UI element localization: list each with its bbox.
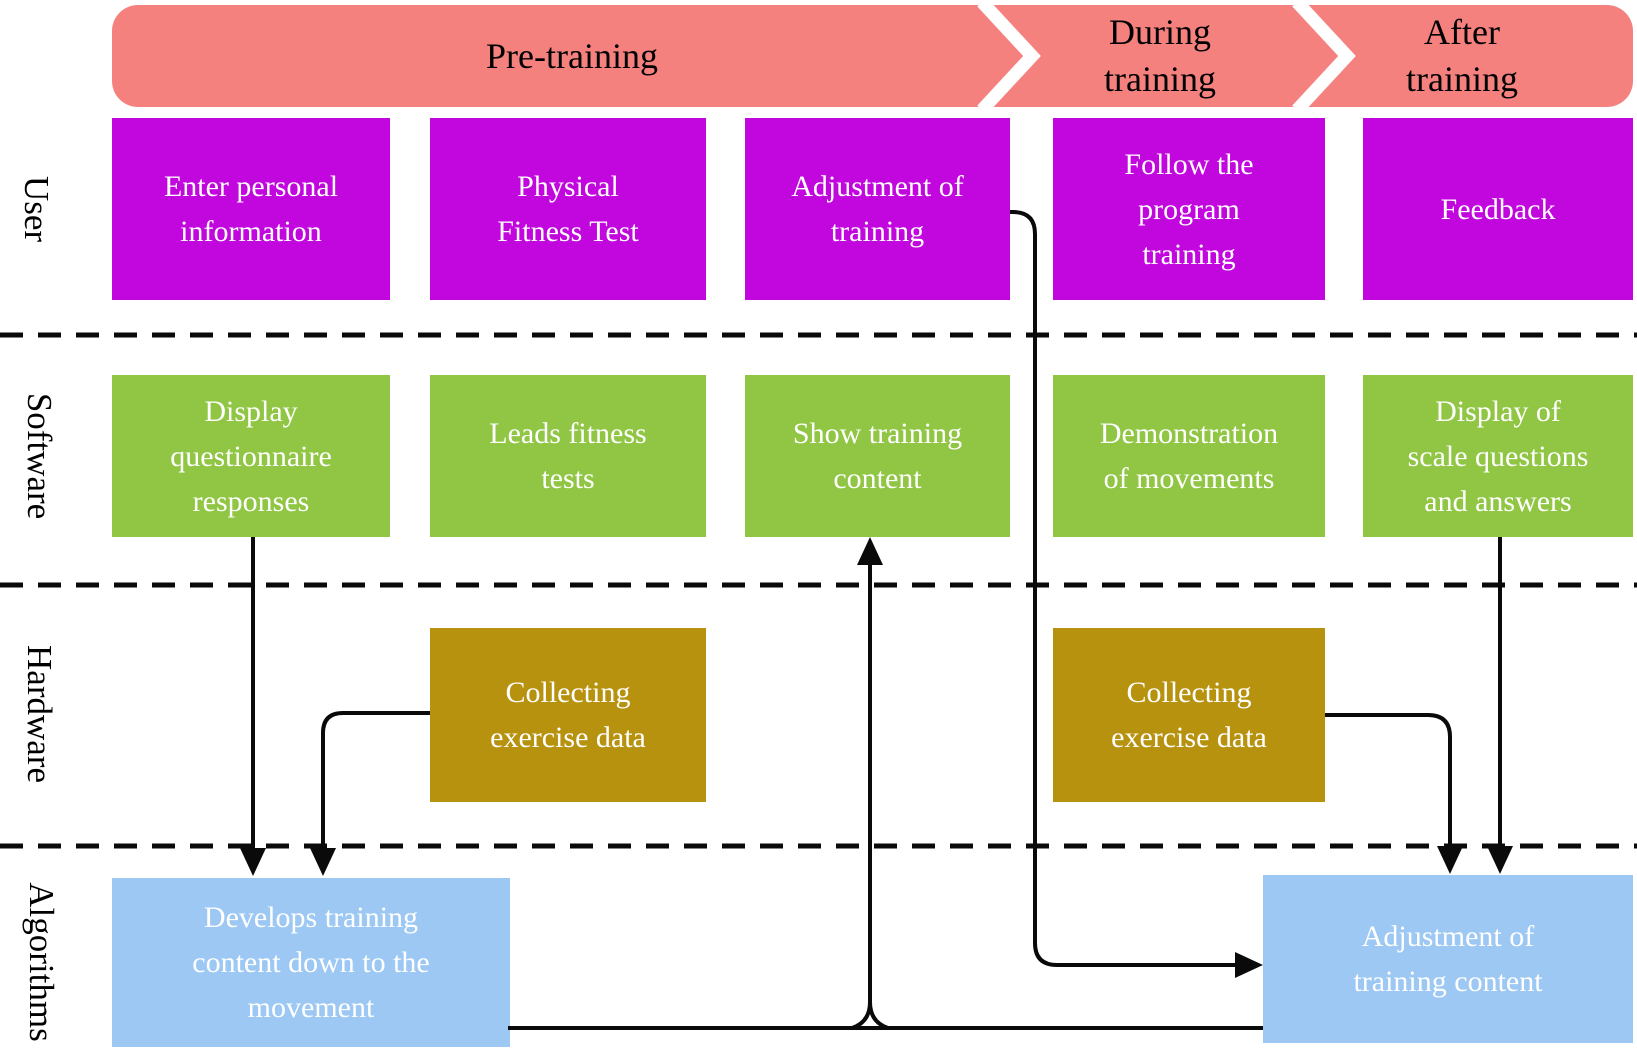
box-enter-personal-information: Enter personal information	[112, 118, 390, 300]
arrowhead-right-1	[1235, 952, 1263, 978]
arrow-adjust-training-to-adjustment-content	[1010, 210, 1237, 967]
arrow-collect1-to-develop	[321, 711, 430, 850]
box-collecting-exercise-data-1: Collecting exercise data	[430, 628, 706, 802]
phase-pre-training: Pre-training	[486, 35, 658, 76]
box-display-questionnaire-responses: Display questionnaire responses	[112, 375, 390, 537]
box-show-training-content: Show training content	[745, 375, 1010, 537]
box-physical-fitness-test: Physical Fitness Test	[430, 118, 706, 300]
box-demonstration-of-movements: Demonstration of movements	[1053, 375, 1325, 537]
box-display-scale-questions: Display of scale questions and answers	[1363, 375, 1633, 537]
lane-label-user: User	[17, 175, 56, 243]
arrowhead-down-3	[1437, 846, 1463, 874]
fork-fillet	[868, 1001, 889, 1030]
arrowhead-down-4	[1487, 846, 1513, 874]
arrowhead-down-2	[310, 848, 336, 876]
arrow-collect2-to-adjustment-content	[1325, 713, 1452, 848]
lane-label-hardware: Hardware	[20, 645, 59, 783]
box-adjustment-of-training: Adjustment of training	[745, 118, 1010, 300]
phase-after-training: After training	[1406, 12, 1518, 99]
phase-banner	[112, 5, 1633, 107]
box-leads-fitness-tests: Leads fitness tests	[430, 375, 706, 537]
box-develops-training-content: Develops training content down to the mo…	[112, 878, 510, 1047]
lane-label-software: Software	[20, 392, 59, 520]
lane-label-algorithms: Algorithms	[22, 882, 61, 1042]
box-adjustment-training-content: Adjustment of training content	[1263, 875, 1633, 1043]
box-feedback: Feedback	[1363, 118, 1633, 300]
arrow-develop-to-show-training	[851, 565, 872, 1030]
arrowhead-down-1	[240, 848, 266, 876]
phase-during-training: During training	[1104, 12, 1216, 99]
box-collecting-exercise-data-2: Collecting exercise data	[1053, 628, 1325, 802]
arrowhead-up-1	[857, 537, 883, 565]
box-follow-program-training: Follow the program training	[1053, 118, 1325, 300]
